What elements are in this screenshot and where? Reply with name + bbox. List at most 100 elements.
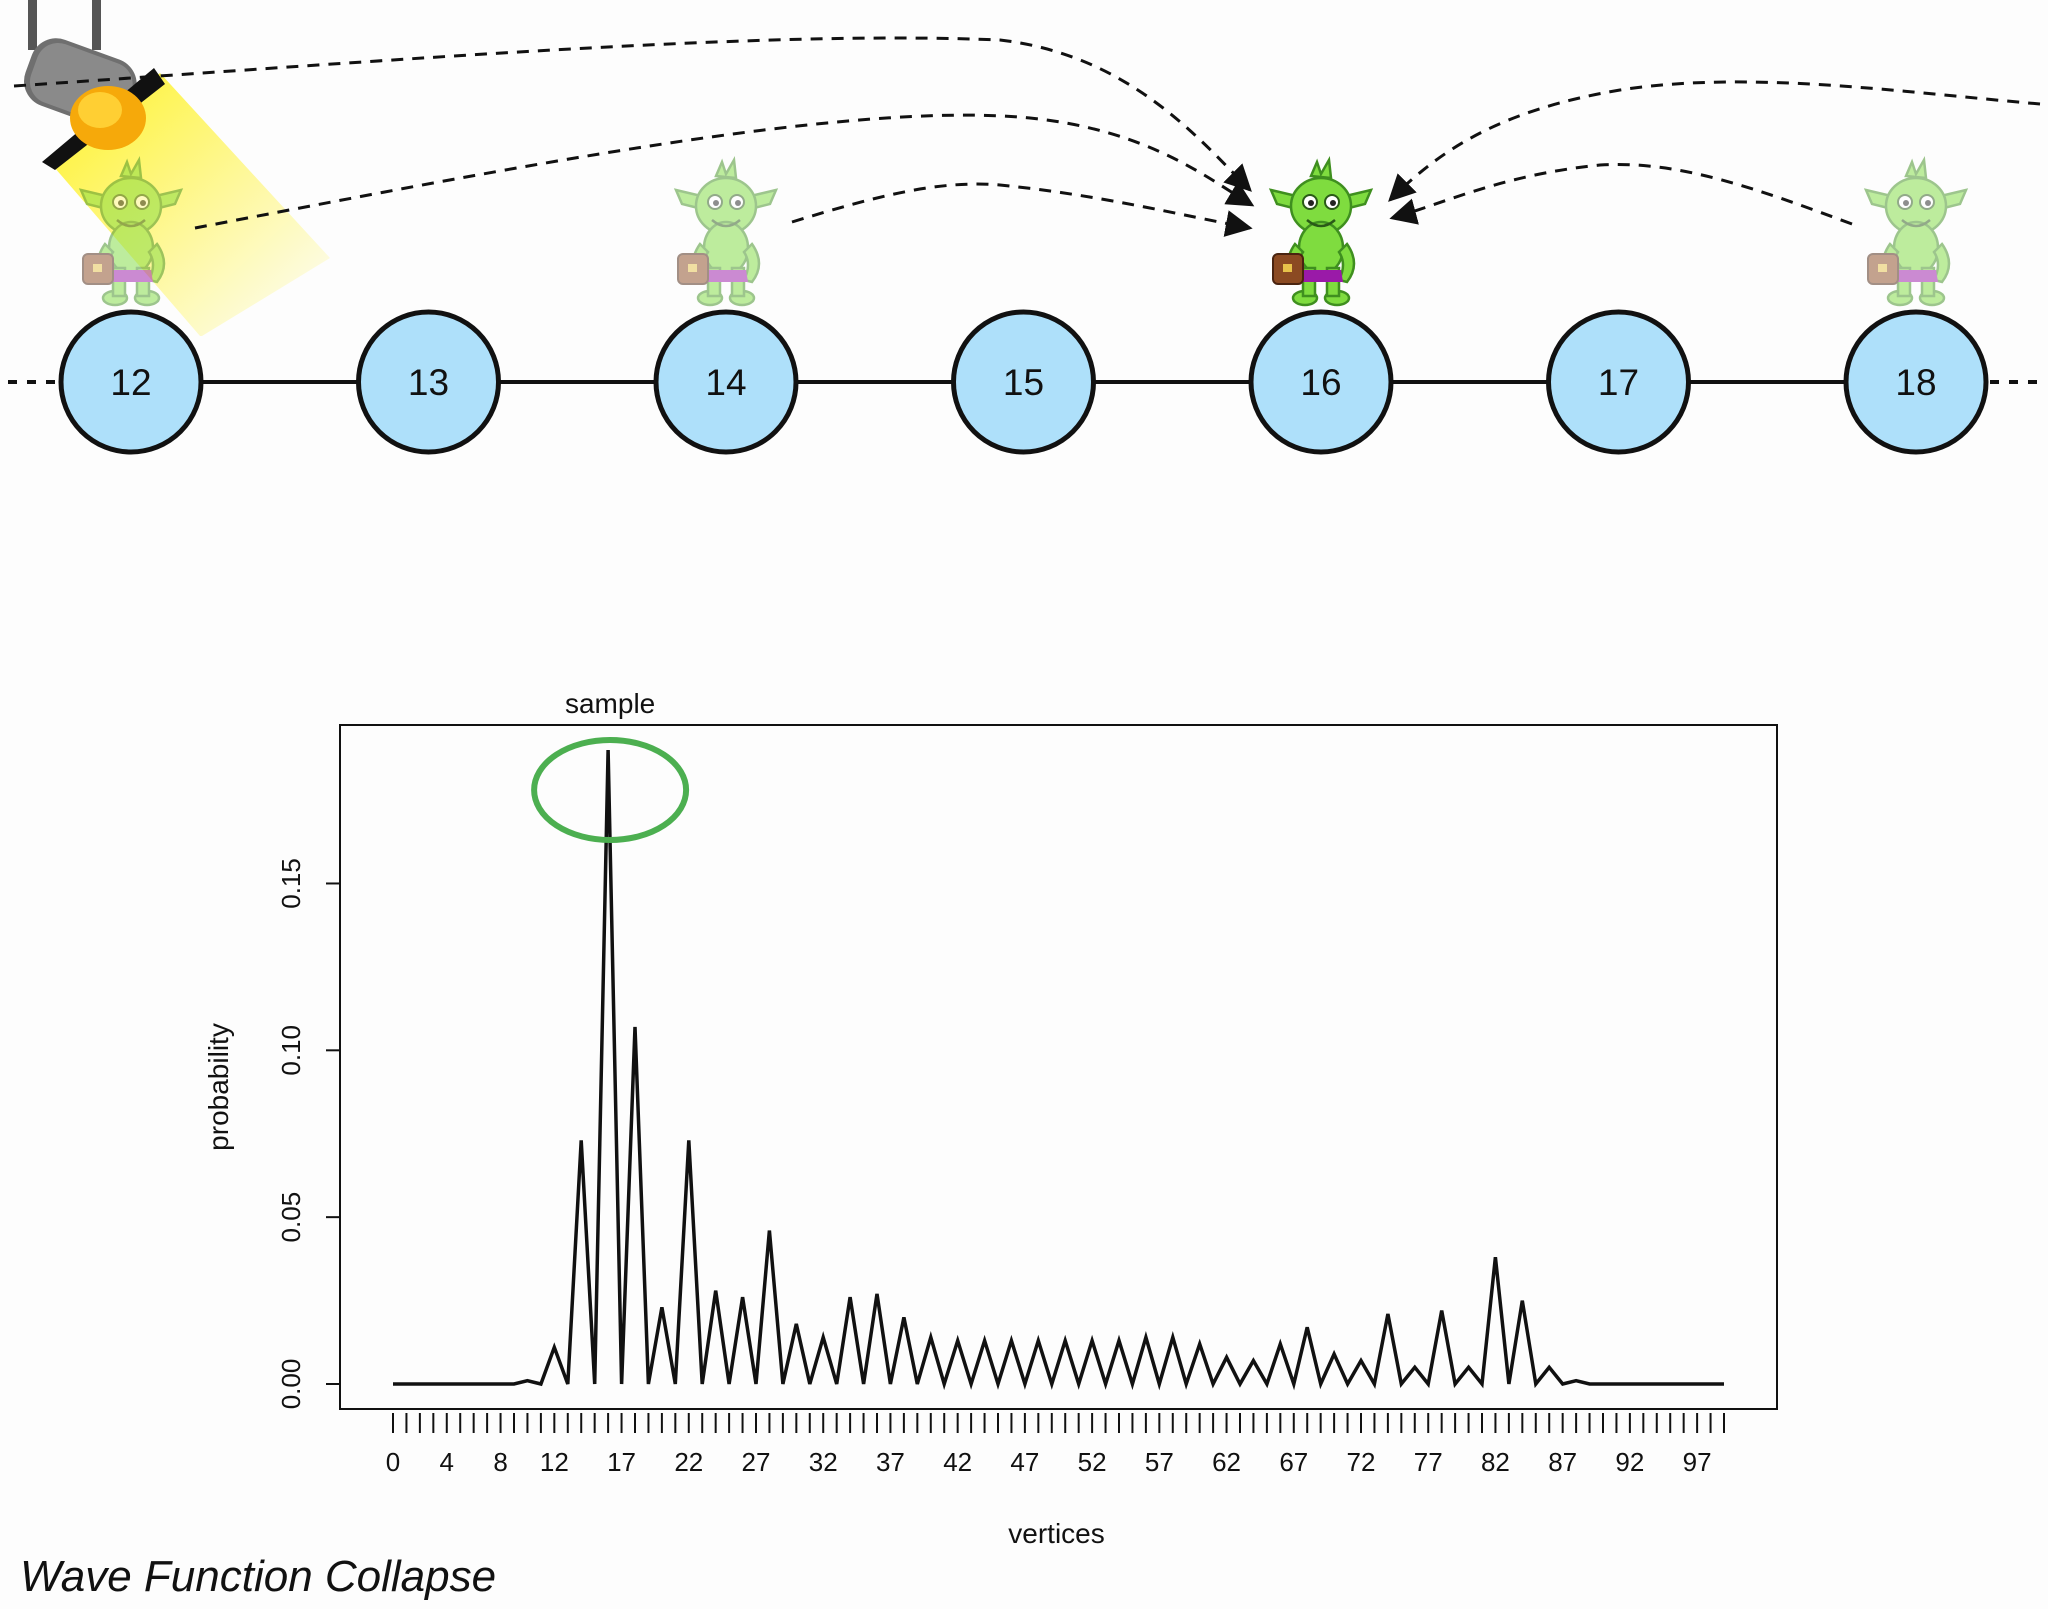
data-point [1642,1383,1645,1386]
x-tick-label: 82 [1481,1447,1510,1477]
data-point [1575,1379,1578,1382]
y-axis-title: probability [203,1023,234,1151]
data-point [1413,1366,1416,1369]
sample-highlight-circle [531,737,690,843]
data-point [1346,1383,1349,1386]
x-tick-label: 32 [809,1447,838,1477]
data-point [997,1383,1000,1386]
vertex-circle [356,309,501,455]
data-point [1561,1383,1564,1386]
x-tick-label: 57 [1145,1447,1174,1477]
data-point [1144,1336,1147,1339]
data-point [1333,1352,1336,1355]
data-point [1588,1383,1591,1386]
data-point [1279,1342,1282,1345]
data-point [660,1306,663,1309]
data-point [445,1383,448,1386]
teleport-arrows [13,36,2041,237]
data-point [1507,1383,1510,1386]
x-tick-label: 8 [493,1447,507,1477]
data-point [1709,1383,1712,1386]
data-point [1091,1339,1094,1342]
data-point [741,1296,744,1299]
data-point [687,1139,690,1142]
data-point [1198,1342,1201,1345]
data-point [1212,1383,1215,1386]
data-point [1131,1383,1134,1386]
data-point [781,1383,784,1386]
data-point [405,1383,408,1386]
vertex-label: 13 [408,362,449,403]
data-point [768,1229,771,1232]
data-point [728,1383,731,1386]
data-point [795,1322,798,1325]
x-tick-label: 27 [742,1447,771,1477]
vertex-label: 16 [1300,362,1341,403]
goblin-icon [674,158,778,307]
data-point [1628,1383,1631,1386]
data-point [472,1383,475,1386]
y-tick-label: 0.15 [276,858,306,909]
data-point [539,1383,542,1386]
goblin-icon [1269,158,1373,307]
data-point [580,1139,583,1142]
data-point [1682,1383,1685,1386]
x-tick-label: 42 [943,1447,972,1477]
data-point [392,1383,395,1386]
data-point [943,1383,946,1386]
data-point [1077,1383,1080,1386]
data-point [1400,1383,1403,1386]
data-point [647,1383,650,1386]
data-point [1185,1383,1188,1386]
data-point [593,1383,596,1386]
x-tick-label: 47 [1010,1447,1039,1477]
data-point [553,1346,556,1349]
vertex-label: 18 [1895,362,1936,403]
data-point [1521,1299,1524,1302]
y-axis: 0.000.050.100.15 [276,858,340,1409]
data-point [459,1383,462,1386]
data-point [983,1339,986,1342]
vertex-circle [951,309,1096,455]
data-point [956,1339,959,1342]
data-point [418,1383,421,1386]
data-point [876,1292,879,1295]
data-point [1306,1326,1309,1329]
plot-frame [339,724,1778,1410]
data-point [701,1383,704,1386]
x-tick-label: 92 [1615,1447,1644,1477]
data-point [432,1383,435,1386]
data-point [1373,1383,1376,1386]
vertex-circle [1843,309,1989,455]
data-point [929,1336,932,1339]
data-point [835,1383,838,1386]
data-point [620,1383,623,1386]
data-point [486,1383,489,1386]
data-point [1239,1383,1242,1386]
x-tick-label: 52 [1078,1447,1107,1477]
data-point [1602,1383,1605,1386]
vertex-circle [58,309,204,455]
data-point [607,749,610,752]
x-tick-label: 0 [386,1447,400,1477]
vertex-circle [1248,309,1394,455]
data-point [1360,1359,1363,1362]
data-point [889,1383,892,1386]
page-title: Wave Function Collapse [20,1552,497,1601]
x-tick-label: 97 [1683,1447,1712,1477]
data-point [1494,1256,1497,1259]
data-point [1655,1383,1658,1386]
vertex-node: 15 [951,309,1096,455]
data-point [1252,1359,1255,1362]
goblin-icon [79,158,183,307]
vertex-node: 12 [58,309,204,455]
data-points [392,749,1726,1386]
data-point [566,1383,569,1386]
data-point [1023,1383,1026,1386]
data-point [808,1383,811,1386]
data-point [970,1383,973,1386]
data-point [1467,1366,1470,1369]
goblin-icon [1864,158,1968,307]
